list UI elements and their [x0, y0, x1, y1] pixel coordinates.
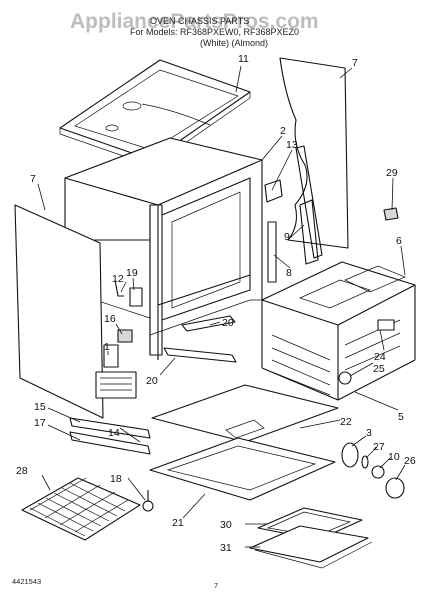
label-part-3: 3 — [366, 427, 372, 439]
part-left-components — [95, 279, 143, 399]
footer-page-number: 7 — [214, 581, 218, 590]
part-screw — [383, 207, 399, 221]
header-title: OVEN CHASSIS PARTS — [150, 16, 249, 26]
label-part-13: 13 — [286, 139, 298, 151]
label-part-27: 27 — [373, 441, 385, 453]
label-part-25: 25 — [373, 363, 385, 375]
label-part-8: 8 — [286, 267, 292, 279]
label-part-20-upper: 20 — [222, 317, 234, 329]
part-number-labels: 11 2 7 7 13 29 9 6 8 12 19 16 1 20 20 24… — [16, 53, 416, 554]
label-part-16: 16 — [104, 313, 116, 325]
label-part-7-left: 7 — [30, 173, 36, 185]
part-oven-bottom — [151, 384, 339, 443]
part-leveling-leg — [142, 490, 154, 512]
label-part-11: 11 — [238, 53, 249, 65]
label-part-21: 21 — [172, 517, 184, 529]
label-part-5: 5 — [398, 411, 404, 423]
part-brackets — [264, 145, 323, 283]
part-side-panel-right — [279, 57, 349, 249]
label-part-17: 17 — [34, 417, 46, 429]
label-part-12: 12 — [112, 273, 124, 285]
label-part-18: 18 — [110, 473, 122, 485]
label-part-7-right: 7 — [352, 57, 358, 69]
label-part-28: 28 — [16, 465, 28, 477]
part-oven-cavity — [261, 261, 416, 401]
label-part-9: 9 — [284, 231, 290, 243]
label-part-26: 26 — [404, 455, 416, 467]
label-part-10: 10 — [388, 451, 400, 463]
header-models: For Models: RF368PXEW0, RF368PXEZ0 — [130, 27, 299, 37]
label-part-6: 6 — [396, 235, 402, 247]
label-part-22: 22 — [340, 416, 352, 428]
part-light-assembly — [341, 442, 405, 499]
watermark-text: AppliancePartsPros.com — [70, 10, 319, 33]
label-part-24: 24 — [374, 351, 386, 363]
header-colors: (White) (Almond) — [200, 38, 268, 48]
part-rails — [163, 315, 237, 363]
label-part-20-lower: 20 — [146, 375, 158, 387]
part-side-panel-left — [14, 204, 104, 419]
part-front-trim — [69, 417, 151, 455]
label-part-29: 29 — [386, 167, 398, 179]
label-part-2: 2 — [280, 125, 286, 137]
part-broiler-pan — [249, 507, 373, 569]
part-broiler-frame — [149, 437, 336, 501]
callout-lines — [37, 65, 406, 548]
label-part-1: 1 — [104, 341, 110, 353]
label-part-31: 31 — [220, 542, 232, 554]
label-part-30: 30 — [220, 519, 232, 531]
footer-code: 4421543 — [12, 577, 41, 586]
label-part-19: 19 — [126, 267, 138, 279]
label-part-14: 14 — [108, 427, 120, 439]
label-part-15: 15 — [34, 401, 46, 413]
part-oven-rack — [21, 477, 141, 541]
